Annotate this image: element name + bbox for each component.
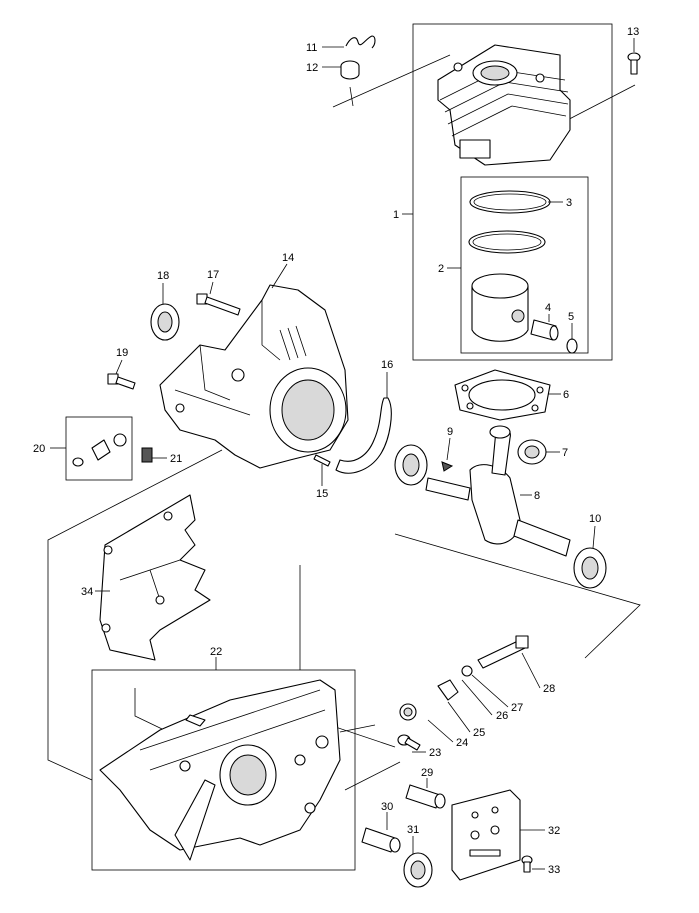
piston-part [471, 273, 529, 342]
label-14: 14 [282, 252, 294, 264]
screw-part-13 [627, 52, 641, 75]
piston-ring-part-2 [468, 230, 546, 254]
label-17: 17 [207, 269, 219, 281]
label-32: 32 [548, 825, 560, 837]
nut-part-26 [437, 679, 459, 701]
label-11: 11 [306, 42, 317, 54]
nut-part-12 [340, 60, 360, 80]
tensioner-bolt-part [477, 635, 529, 669]
circlip-part [566, 338, 578, 354]
screw-part-33 [521, 855, 533, 873]
label-28: 28 [543, 683, 555, 695]
washer-part-27 [461, 665, 473, 677]
label-16: 16 [381, 359, 393, 371]
label-31: 31 [407, 824, 419, 836]
ball-bearing-part-left [394, 444, 428, 486]
oil-seal-part-31 [403, 852, 433, 888]
piston-pin-part [530, 319, 559, 341]
group-box-crankcase-half [91, 669, 356, 871]
label-6: 6 [563, 389, 569, 401]
label-24: 24 [456, 737, 468, 749]
group-box-piston [460, 176, 589, 354]
bolt-part-17 [196, 293, 241, 316]
group-box-20 [65, 416, 133, 481]
guard-plate-part [99, 494, 211, 661]
cylinder-gasket-part [454, 369, 551, 421]
group-box-cylinder [412, 23, 613, 361]
label-22: 22 [210, 646, 222, 658]
dowel-pin-part [313, 454, 331, 467]
bolt-part-23 [397, 734, 421, 751]
crankcase-gasket-part [335, 397, 392, 474]
nut-part-24 [399, 703, 417, 721]
stud-part-29 [405, 784, 446, 809]
label-2: 2 [438, 263, 444, 275]
label-20: 20 [33, 443, 45, 455]
label-13: 13 [627, 26, 639, 38]
label-26: 26 [496, 710, 508, 722]
ball-bearing-part-10 [573, 547, 607, 589]
label-3: 3 [566, 197, 572, 209]
label-1: 1 [393, 209, 399, 221]
label-33: 33 [548, 864, 560, 876]
crankshaft-part [425, 425, 571, 557]
label-8: 8 [534, 490, 540, 502]
label-29: 29 [421, 767, 433, 779]
label-23: 23 [429, 747, 441, 759]
label-12: 12 [306, 62, 318, 74]
label-15: 15 [316, 488, 328, 500]
label-21: 21 [170, 453, 182, 465]
cylinder-part [437, 44, 571, 166]
needle-bearing-part [517, 439, 547, 465]
label-18: 18 [157, 270, 169, 282]
plug-part-21 [141, 447, 153, 463]
label-19: 19 [116, 347, 128, 359]
label-27: 27 [511, 702, 523, 714]
label-4: 4 [545, 302, 551, 314]
label-30: 30 [381, 801, 393, 813]
spring-clip-part [345, 35, 376, 49]
stud-part-30 [361, 827, 401, 853]
label-5: 5 [568, 311, 574, 323]
label-9: 9 [447, 426, 453, 438]
key-part [441, 461, 454, 472]
leader-lines [50, 38, 635, 870]
label-34: 34 [81, 586, 93, 598]
label-10: 10 [589, 513, 601, 525]
bolt-part-19 [107, 373, 136, 390]
crankcase-part [159, 284, 349, 469]
fitting-assembly-part [72, 433, 127, 467]
oil-seal-part [150, 303, 180, 341]
label-25: 25 [473, 727, 485, 739]
label-7: 7 [562, 447, 568, 459]
crankcase-half-part [99, 679, 341, 861]
guide-plate-part [451, 789, 521, 881]
